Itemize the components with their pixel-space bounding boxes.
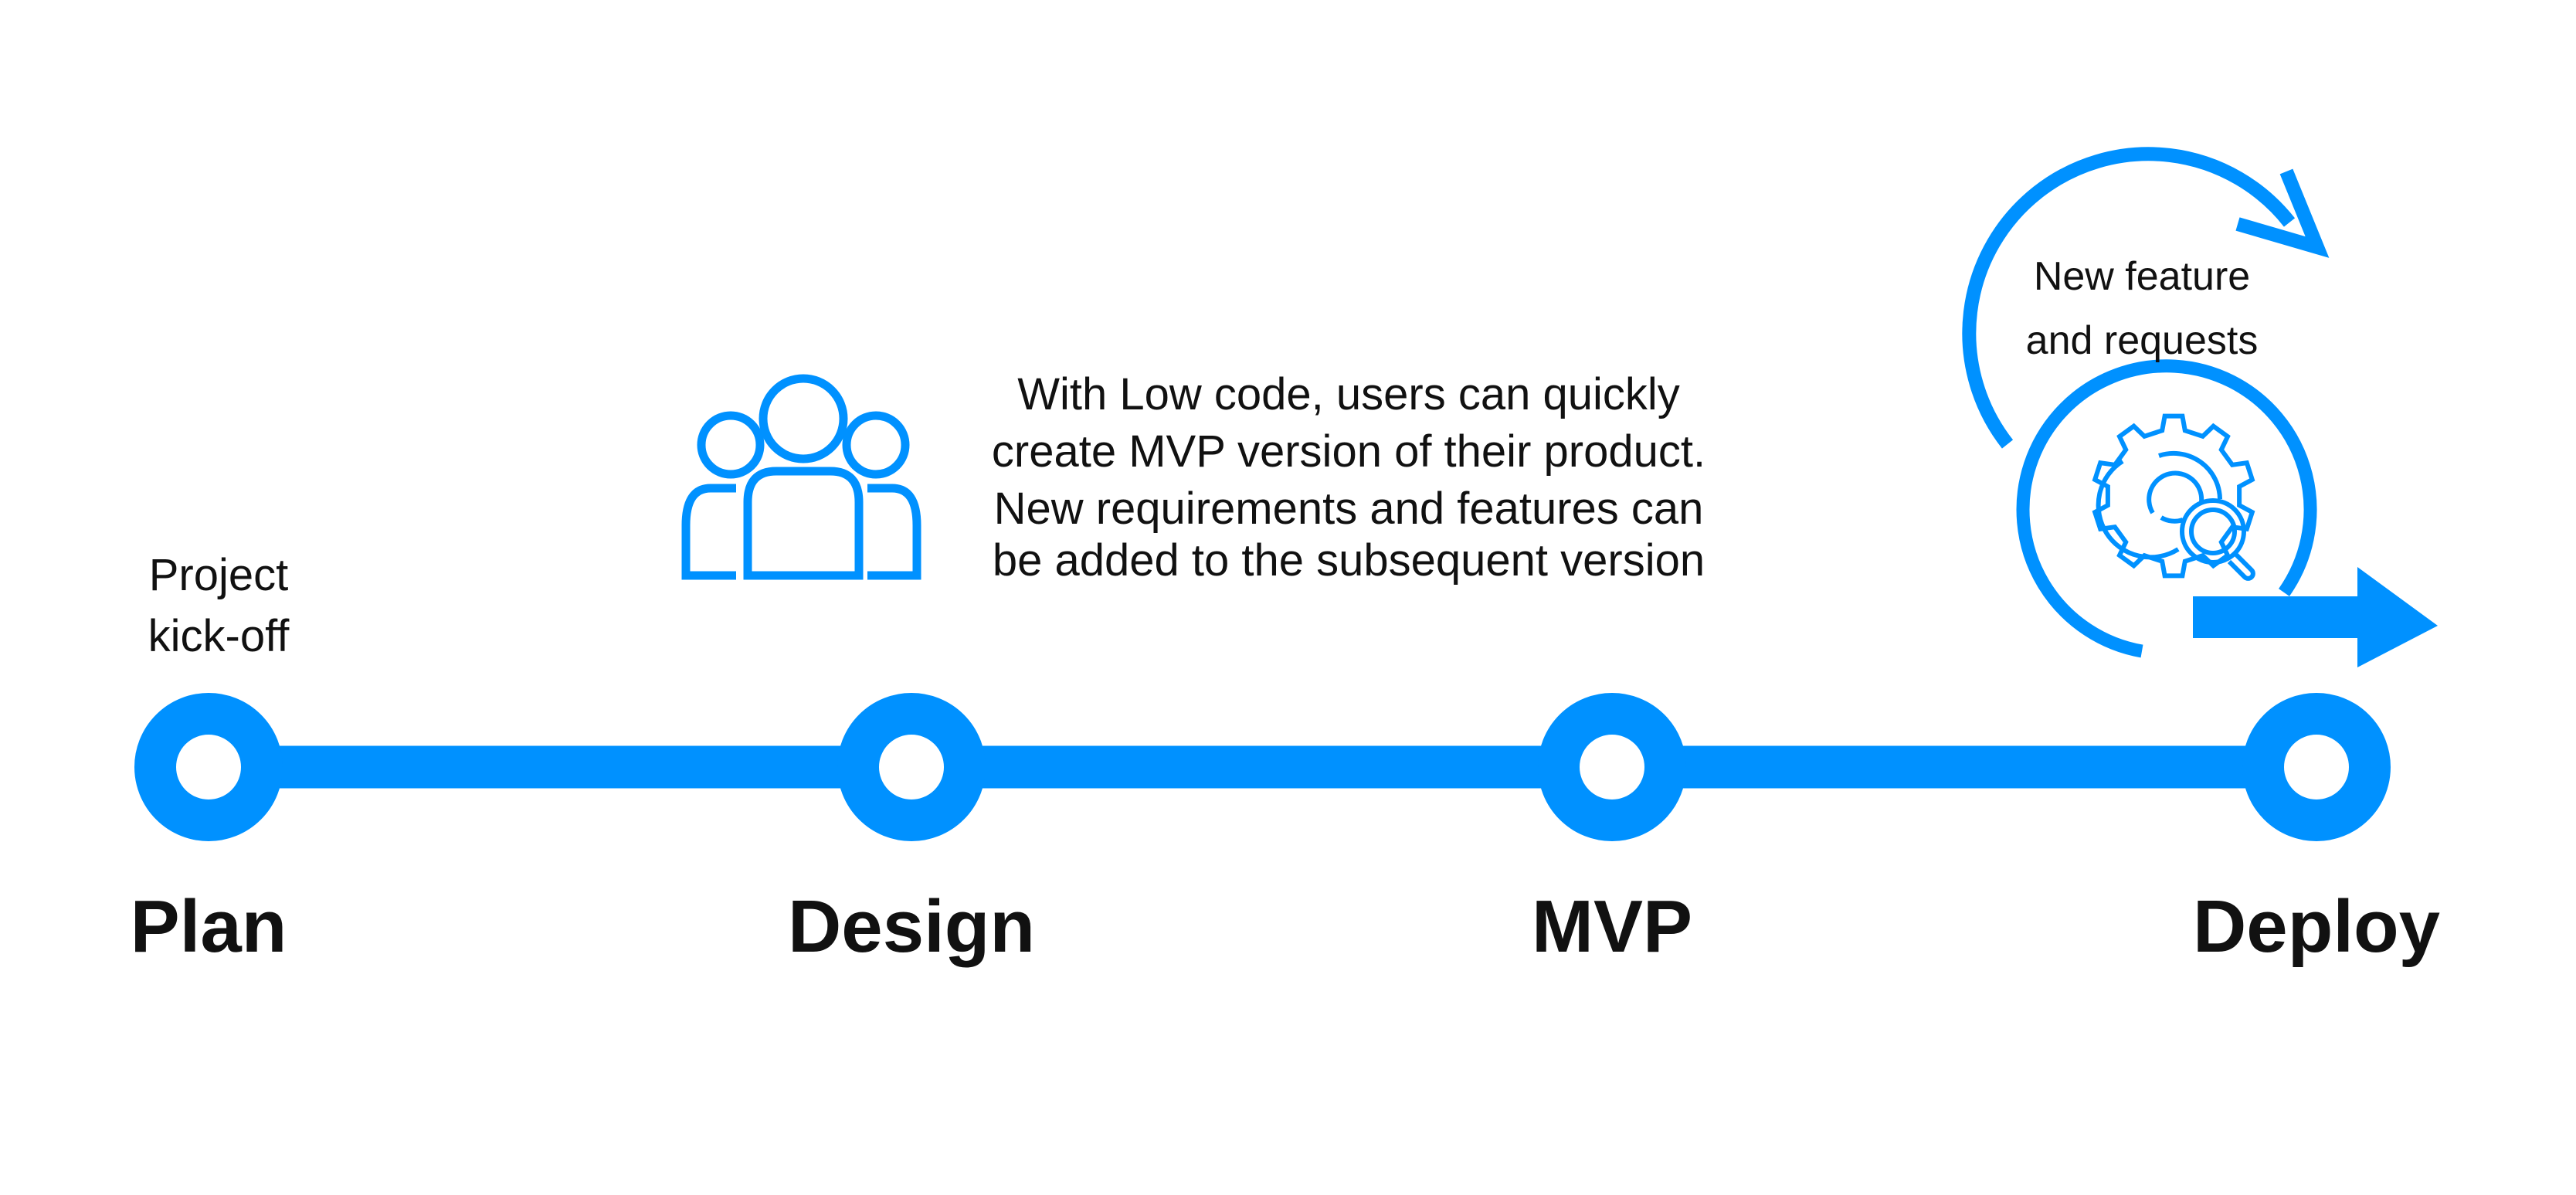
stage-label-plan: Plan — [131, 885, 287, 968]
cycle-arrow-icon — [1962, 147, 2330, 449]
stage-label-design: Design — [788, 885, 1035, 968]
milestone-plan — [134, 693, 283, 841]
milestone-design — [837, 693, 986, 841]
milestone-deploy — [2242, 693, 2391, 841]
gear-search-icon — [2092, 413, 2255, 581]
stage-label-mvp: MVP — [1532, 885, 1692, 968]
deploy-note-line: New feature — [2034, 254, 2250, 299]
design-note-line: With Low code, users can quickly — [1017, 369, 1679, 419]
deploy-circle-icon — [2016, 359, 2317, 658]
users-group-icon — [681, 374, 921, 580]
design-note-line: New requirements and features can — [994, 484, 1704, 534]
design-note-line: create MVP version of their product. — [992, 426, 1705, 477]
deploy-note-line: and requests — [2026, 318, 2259, 363]
milestone-mvp — [1538, 693, 1686, 841]
design-note-line: be added to the subsequent version — [993, 535, 1705, 586]
plan-note-line: kick-off — [148, 611, 290, 661]
plan-note-line: Project — [149, 550, 289, 600]
right-arrow-icon — [2193, 567, 2438, 667]
stage-label-deploy: Deploy — [2193, 885, 2440, 968]
